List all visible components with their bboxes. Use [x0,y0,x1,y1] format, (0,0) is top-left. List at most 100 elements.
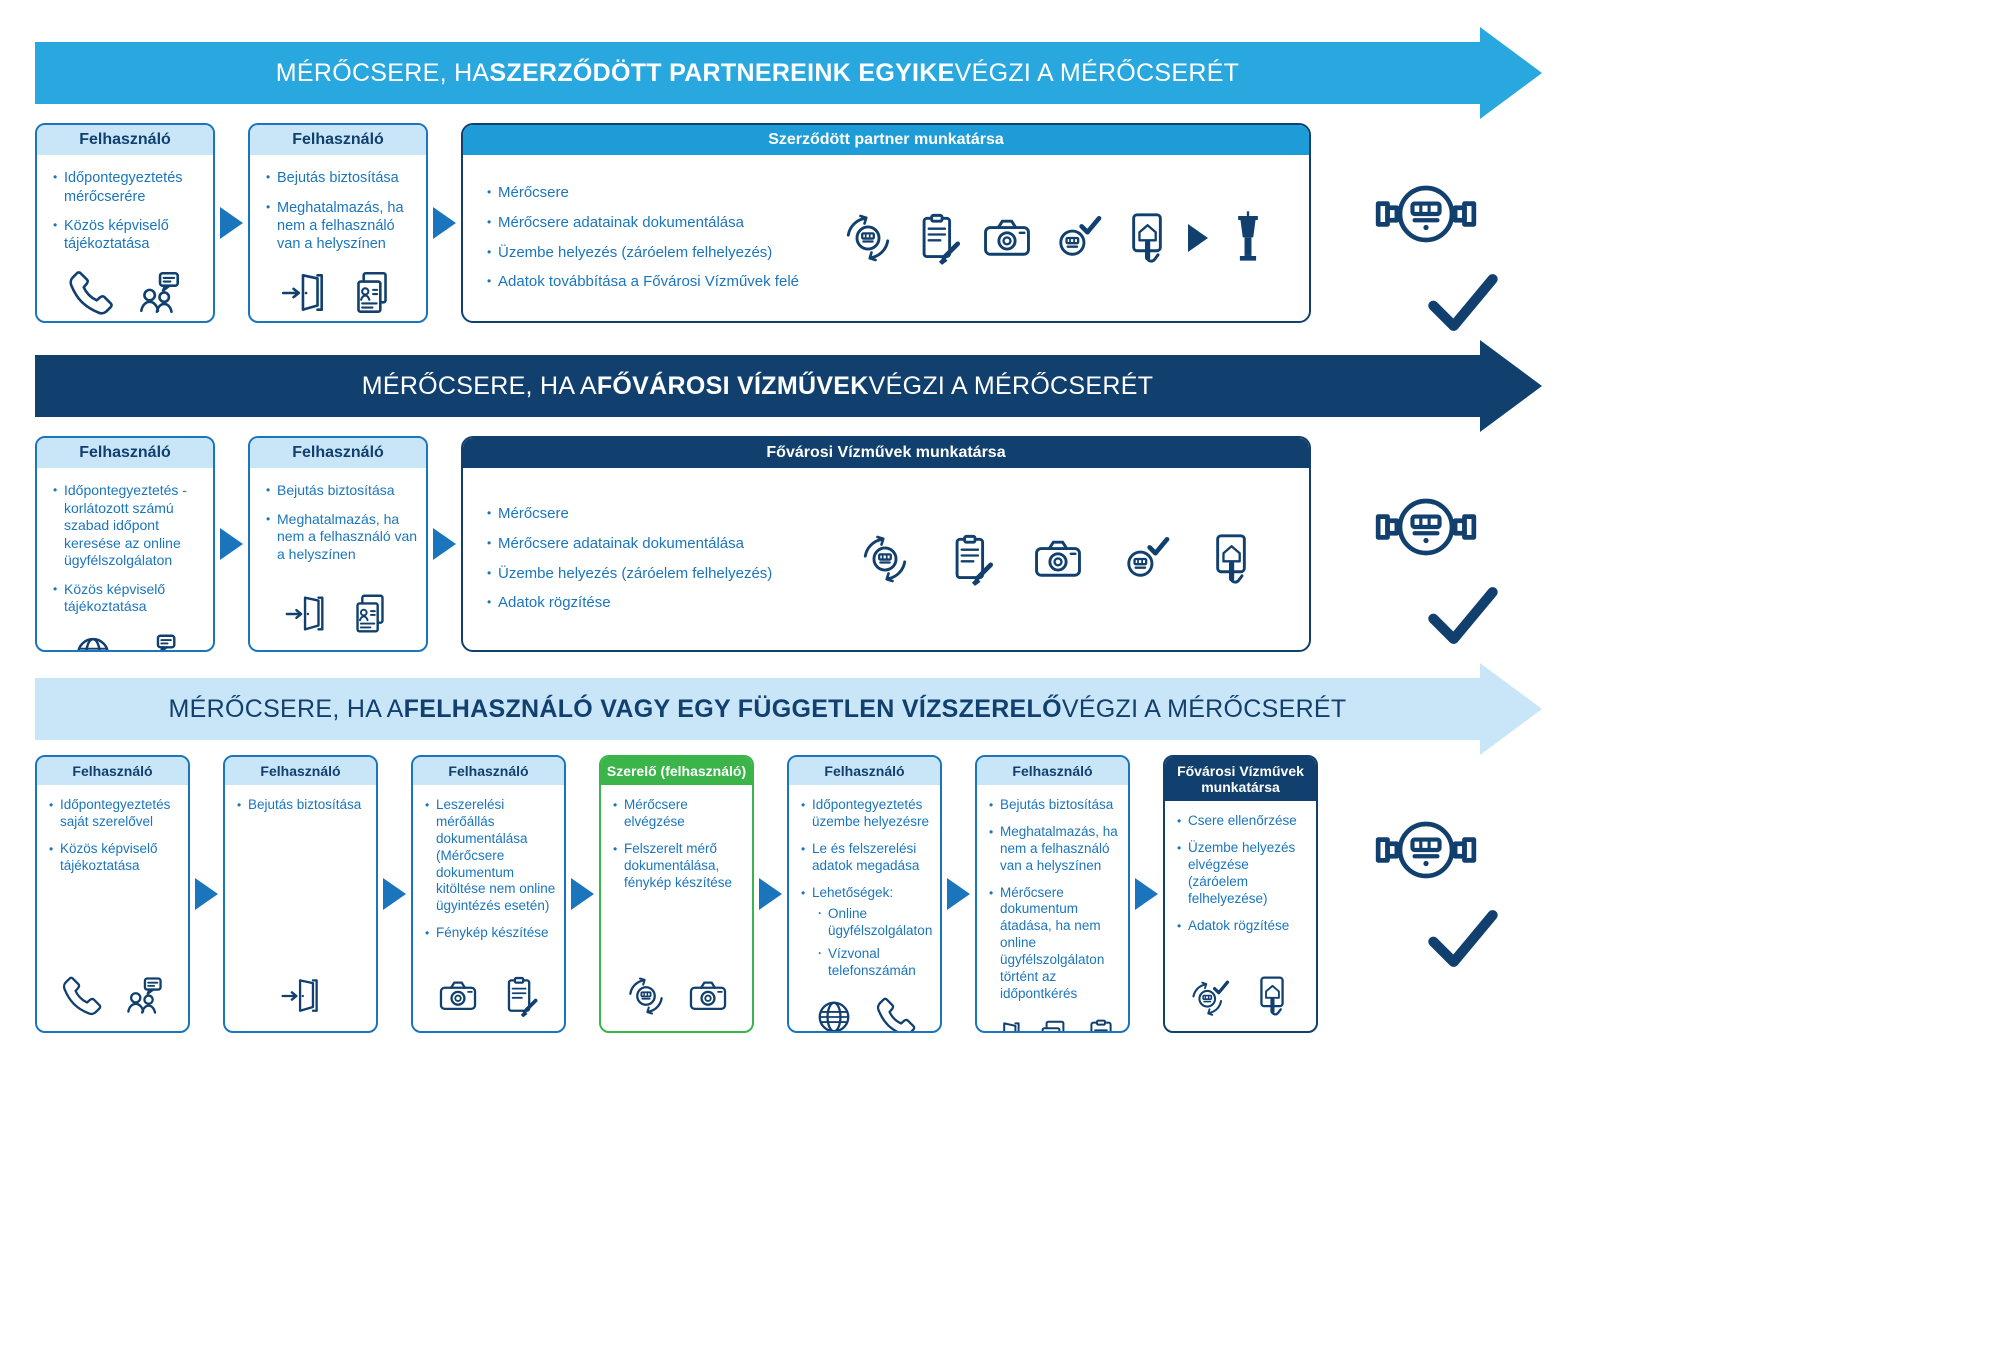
bullet-item: Mérőcsere adatainak dokumentálása [487,214,817,233]
flow-arrow-icon [383,878,406,910]
bullet-item: Csere ellenőrzése [1177,813,1310,830]
section-banner: MÉRŐCSERE, HA A FŐVÁROSI VÍZMŰVEK VÉGZI … [35,355,1480,417]
bullet-list: Bejutás biztosítása [225,785,376,820]
banner-text-bold: SZERZŐDÖTT PARTNEREINK EGYIKE [489,58,955,87]
bullet-item: Felszerelt mérő dokumentálása, fénykép k… [613,841,746,892]
bullet-list: Időpontegyeztetés mérőcserére Közös képv… [37,155,213,259]
sub-option-list: Online ügyfélszolgálaton Vízvonal telefo… [812,906,934,980]
process-row: Felhasználó Időpontegyeztetés - korlátoz… [35,436,1965,652]
bullet-item: Üzembe helyezés (záróelem felhelyezés) [487,565,817,584]
check-icon [1424,575,1502,653]
water-meter-icon [1374,475,1478,579]
clipboard-pencil-icon [909,209,967,267]
clipboard-pencil-icon [942,530,1000,588]
bullet-item: Bejutás biztosítása [237,797,370,814]
card-icons [37,259,213,323]
bullet-item: Bejutás biztosítása [266,482,418,500]
card-icons [817,209,1299,267]
camera-icon [1029,530,1087,588]
card-icons [37,622,213,652]
bullet-item: Időpontegyeztetés saját szerelővel [49,797,182,831]
sub-option-item: Vízvonal telefonszámán [818,946,934,980]
process-card: Felhasználó Bejutás biztosítása [223,755,378,1033]
banner-text: MÉRŐCSERE, HA [275,58,490,87]
banner-text: VÉGZI A MÉRŐCSERÉT [954,58,1240,87]
card-header: Szerelő (felhasználó) [601,757,752,786]
card-icons [1165,965,1316,1031]
card-icons [225,965,376,1031]
card-body: Mérőcsere Mérőcsere adatainak dokumentál… [463,468,1309,650]
bullet-item: Meghatalmazás, ha nem a felhasználó van … [989,824,1122,875]
bullet-list: Leszerelési mérőállás dokumentálása (Mér… [413,785,564,948]
flow-arrow-icon [433,207,456,239]
process-card: Felhasználó Időpontegyeztetés üzembe hel… [787,755,942,1033]
process-card: Felhasználó Bejutás biztosítása Meghatal… [975,755,1130,1033]
card-header: Felhasználó [37,438,213,469]
card-icons [977,1009,1128,1033]
check-icon [1424,898,1502,976]
meter-swap-icon [839,209,897,267]
camera-icon [685,973,731,1019]
bullet-item: Bejutás biztosítása [266,169,418,187]
flow-arrow-icon [220,528,243,560]
bullet-item: Időpontegyeztetés mérőcserére [53,169,205,205]
banner-text: MÉRŐCSERE, HA A [361,371,597,400]
clipboard-icon [1081,1017,1121,1033]
flow-arrow-icon [195,878,218,910]
section-banner: MÉRŐCSERE, HA A FELHASZNÁLÓ VAGY EGY FÜG… [35,678,1480,740]
result-indicator [1368,162,1528,340]
bullet-item: Meghatalmazás, ha nem a felhasználó van … [266,199,418,253]
card-icons [413,965,564,1031]
bullet-item: Mérőcsere adatainak dokumentálása [487,535,817,554]
meter-check-icon [1048,209,1106,267]
bullet-item: Üzembe helyezés elvégzése (záróelem felh… [1177,840,1310,908]
card-header: Felhasználó [225,757,376,786]
banner-text: VÉGZI A MÉRŐCSERÉT [1061,694,1347,723]
bullet-item: Adatok rögzítése [487,594,817,613]
people-chat-icon [121,973,167,1019]
authorization-documents-icon [346,590,394,638]
card-header: Felhasználó [37,125,213,156]
bullet-list: Csere ellenőrzése Üzembe helyezés elvégz… [1165,801,1316,940]
card-header: Felhasználó [37,757,188,786]
bullet-item: Adatok továbbítása a Fővárosi Vízművek f… [487,273,817,292]
bullet-item: Bejutás biztosítása [989,797,1122,814]
phone-icon [59,973,105,1019]
camera-icon [978,209,1036,267]
card-header: Felhasználó [250,438,426,469]
bullet-text: Lehetőségek: [812,884,894,900]
bullet-list: Bejutás biztosítása Meghatalmazás, ha ne… [250,155,426,259]
tablet-house-hand-icon [1118,209,1176,267]
bullet-list: Bejutás biztosítása Meghatalmazás, ha ne… [977,785,1128,1009]
bullet-item: Közös képviselő tájékoztatása [53,581,205,616]
process-card: Felhasználó Időpontegyeztetés mérőcserér… [35,123,215,323]
phone-icon [873,994,919,1033]
bullet-list: Mérőcsere Mérőcsere adatainak dokumentál… [483,505,817,613]
door-enter-icon [985,1017,1025,1033]
bullet-list: Mérőcsere Mérőcsere adatainak dokumentál… [483,184,817,292]
bullet-item: Időpontegyeztetés - korlátozott számú sz… [53,482,205,570]
card-header: Felhasználó [413,757,564,786]
process-card-waterworks: Fővárosi Vízművek munkatársa Csere ellen… [1163,755,1318,1033]
door-enter-icon [282,590,330,638]
card-icons [817,530,1299,588]
flow-arrow-icon [433,528,456,560]
process-card: Felhasználó Bejutás biztosítása Meghatal… [248,436,428,652]
process-row: Felhasználó Időpontegyeztetés mérőcserér… [35,123,1965,323]
card-header: Fővárosi Vízművek munkatársa [1165,757,1316,802]
tablet-house-hand-icon [1249,973,1295,1019]
people-chat-icon [133,630,181,652]
bullet-item: Mérőcsere dokumentum átadása, ha nem onl… [989,885,1122,1003]
clipboard-pencil-icon [497,973,543,1019]
banner-text: MÉRŐCSERE, HA A [168,694,404,723]
process-card: Felhasználó Időpontegyeztetés saját szer… [35,755,190,1033]
card-icons [37,965,188,1031]
card-header: Felhasználó [977,757,1128,786]
banner-text: VÉGZI A MÉRŐCSERÉT [868,371,1154,400]
card-icons [789,986,940,1033]
bullet-item: Le és felszerelési adatok megadása [801,841,934,875]
bullet-item: Meghatalmazás, ha nem a felhasználó van … [266,511,418,564]
camera-icon [435,973,481,1019]
bullet-list: Mérőcsere elvégzése Felszerelt mérő doku… [601,785,752,897]
bullet-item: Mérőcsere [487,505,817,524]
